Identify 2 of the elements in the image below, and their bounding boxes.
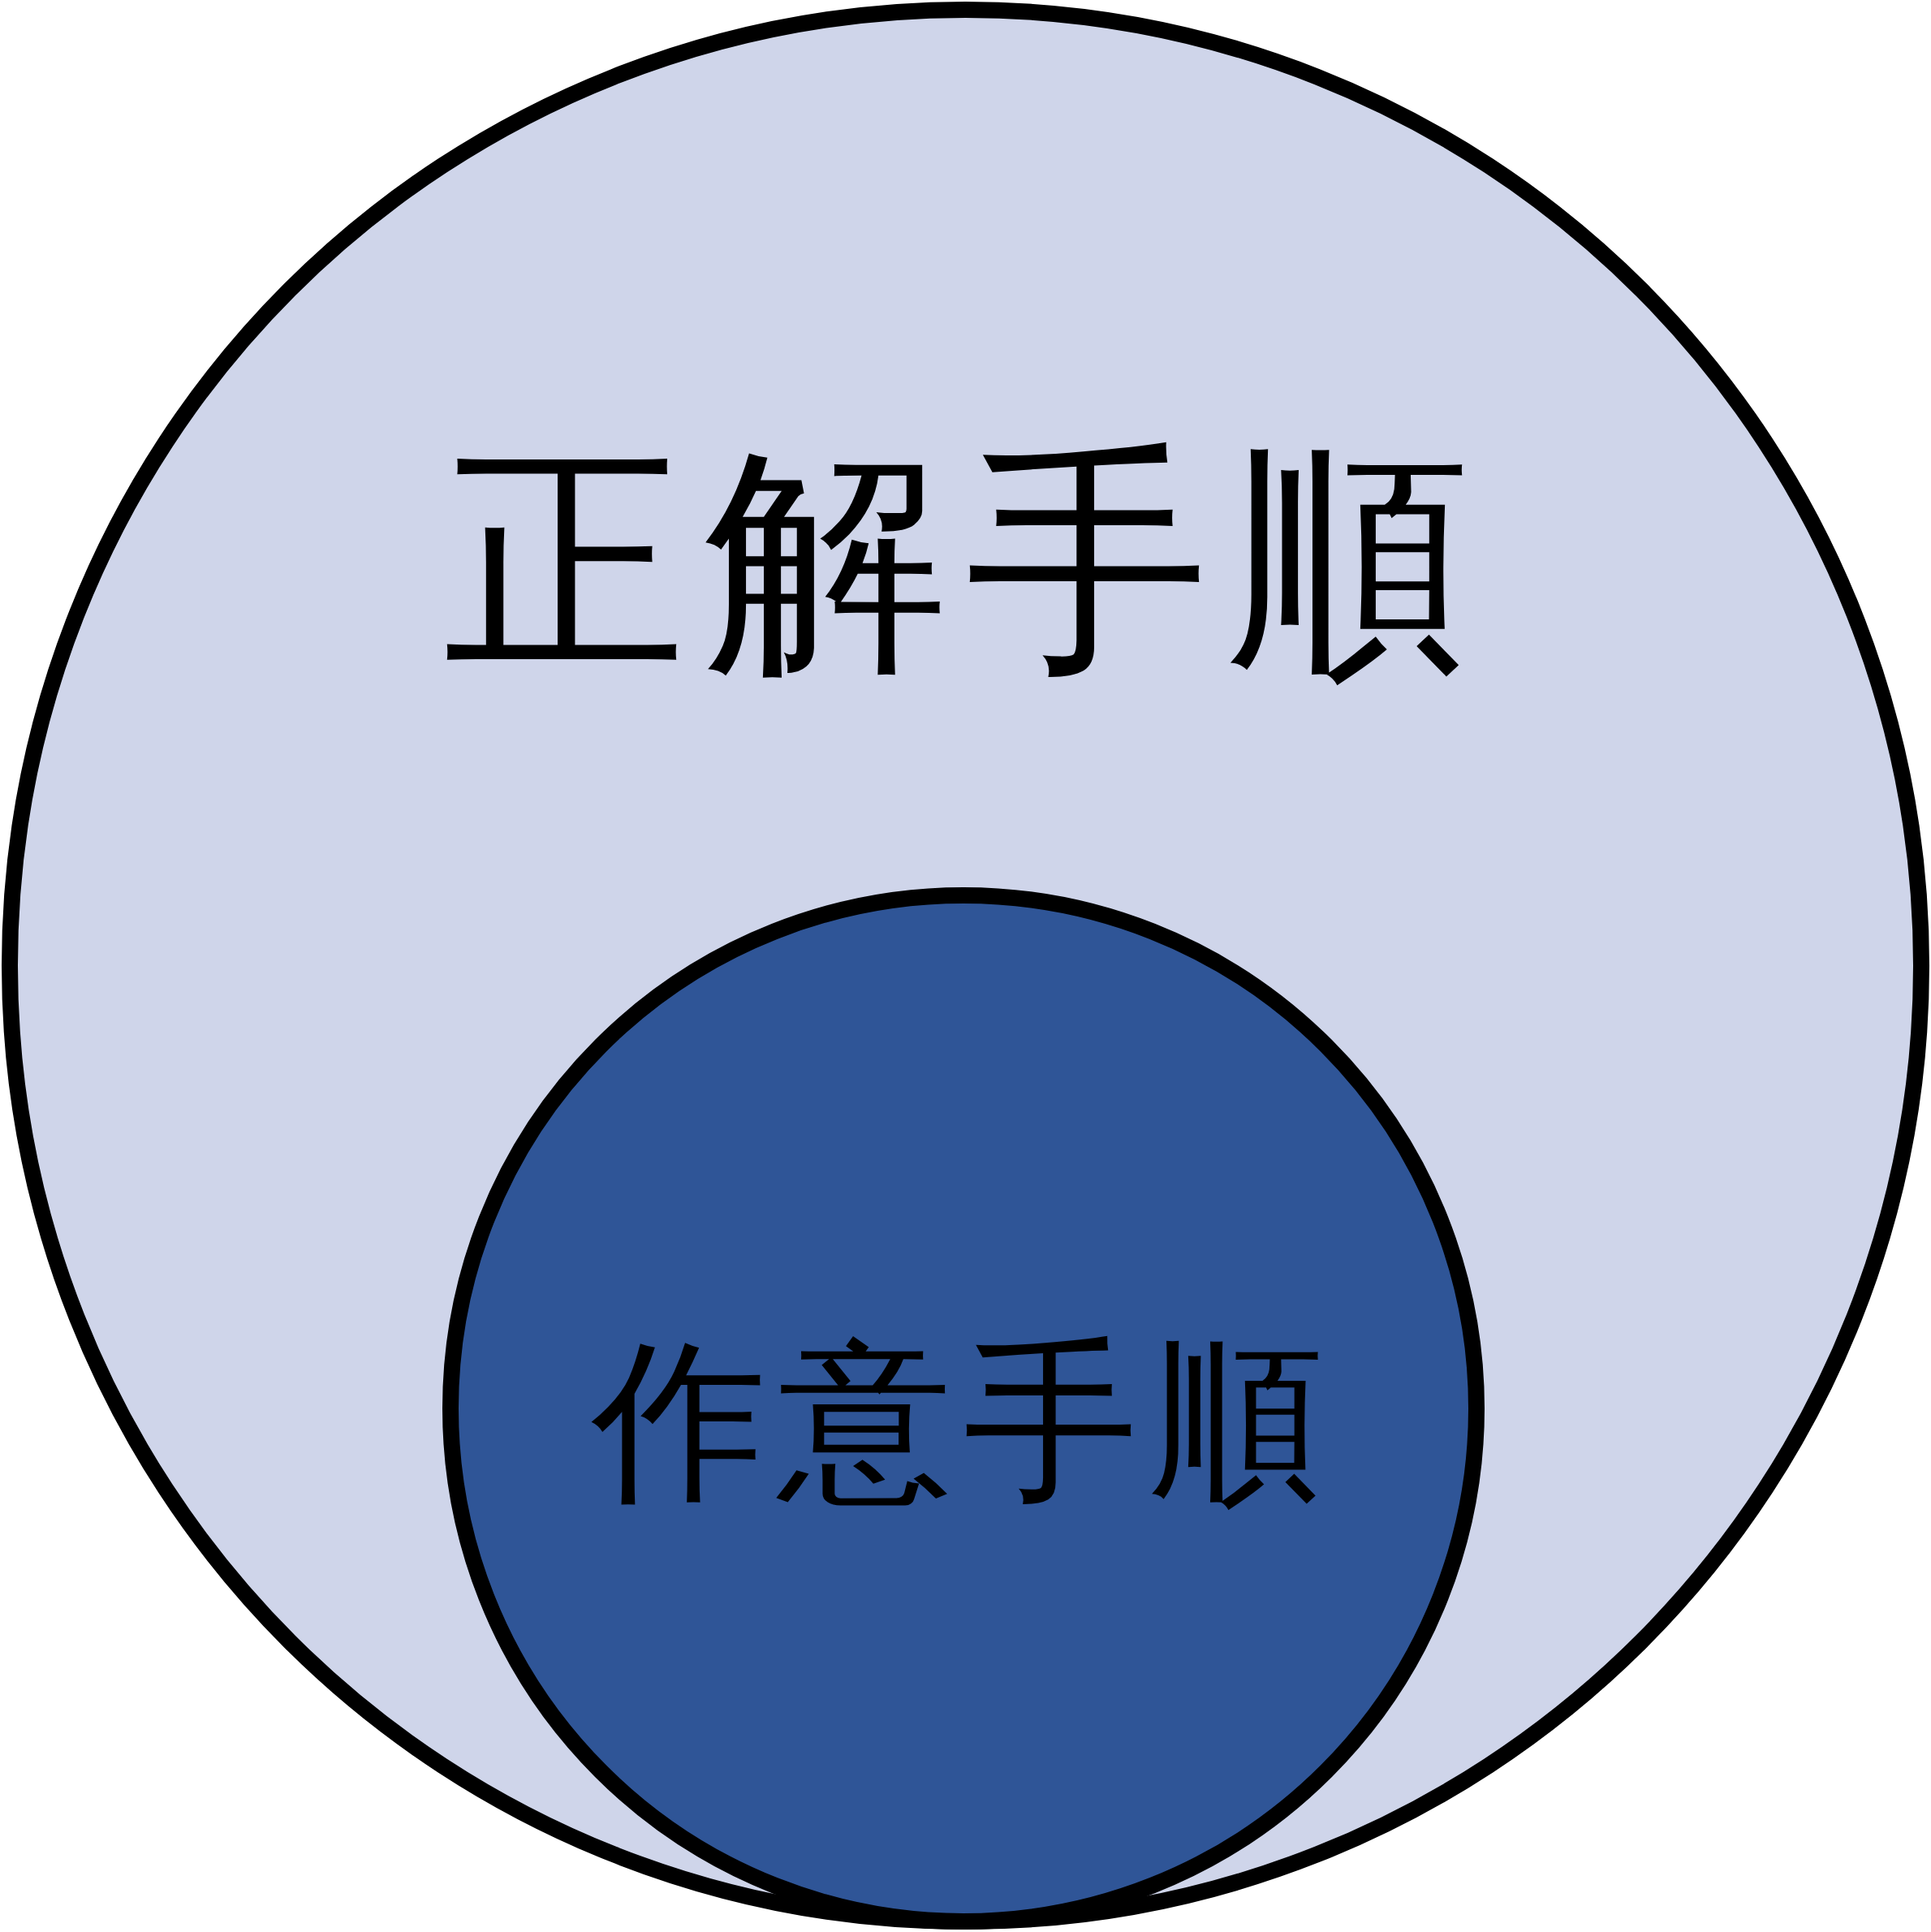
circle-label: 作意手順 [592, 1334, 1335, 1508]
circle-label: 正解手順 [442, 440, 1489, 684]
